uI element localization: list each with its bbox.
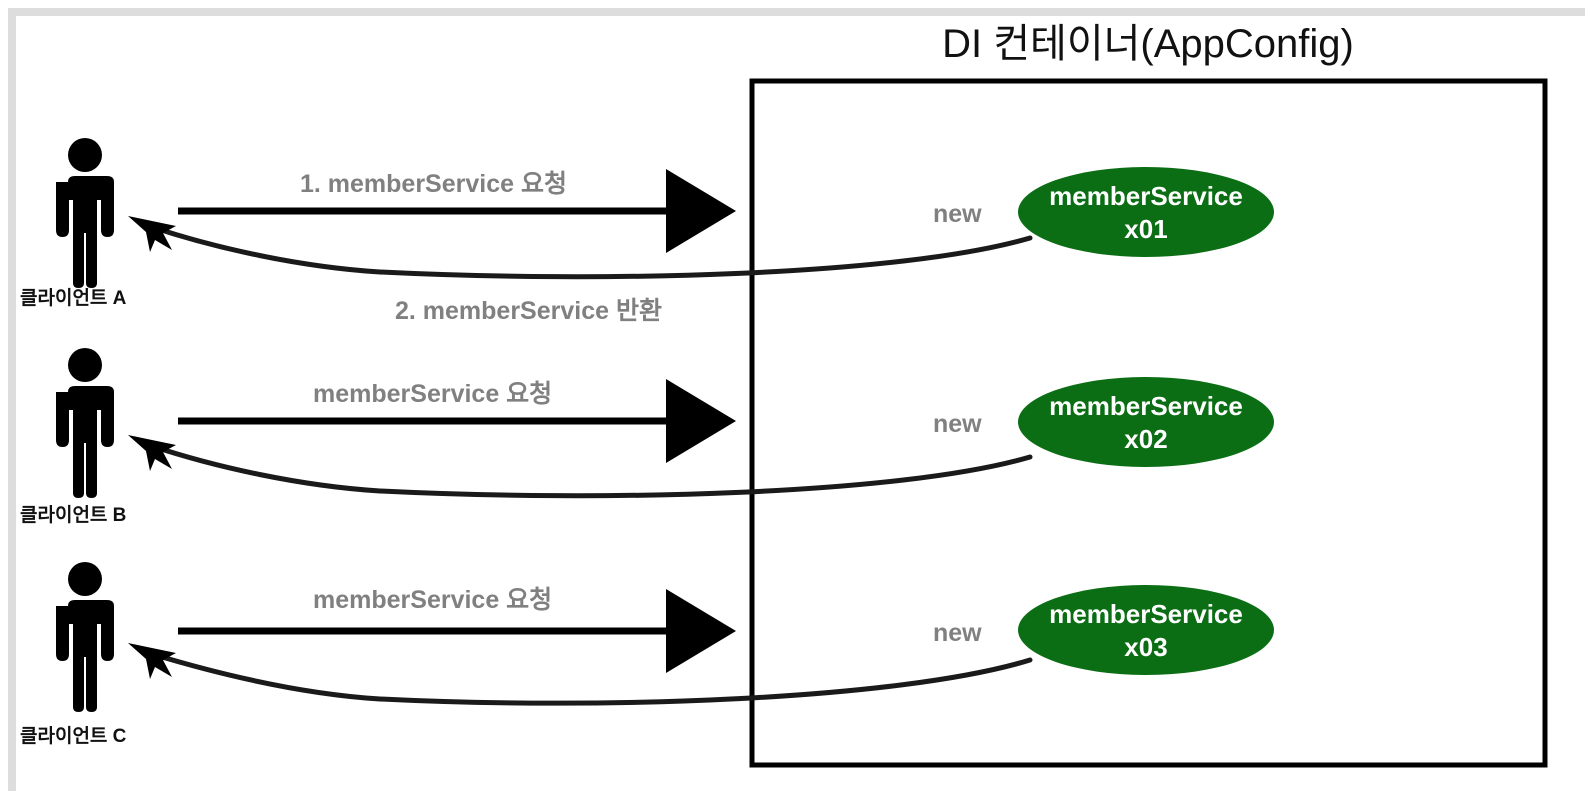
client-a-group: 클라이언트 A [20,138,127,309]
client-c-group: 클라이언트 C [20,562,127,747]
container-title: DI 컨테이너(AppConfig) [942,22,1354,66]
bean-ellipse-x02 [1018,377,1274,467]
return-curve-c [128,643,1033,706]
return-arrowhead-b [128,435,176,471]
new-label-a: new [933,200,982,228]
request-label-c: memberService 요청 [313,586,552,614]
person-icon [56,562,114,712]
person-icon [56,138,114,288]
request-label-b: memberService 요청 [313,380,552,408]
return-curve-a: 2. memberService 반환 [128,216,1033,325]
request-arrow-a: 1. memberService 요청 [178,169,736,253]
return-curve-line-a [149,224,1033,280]
bean-instance-x02: x02 [1124,424,1167,454]
request-label-a: 1. memberService 요청 [300,170,567,198]
return-arrowhead-c [128,643,176,679]
return-label-a: 2. memberService 반환 [395,297,662,325]
client-a-label: 클라이언트 A [20,287,127,309]
new-label-c: new [933,619,982,647]
bean-ellipse-x03 [1018,585,1274,675]
di-container-box [749,78,1548,768]
return-curve-line-b [149,443,1033,499]
bean-memberservice-x02: memberService x02 [1018,377,1274,467]
return-arrowhead-a [128,216,176,252]
client-b-label: 클라이언트 B [20,504,126,526]
client-b-group: 클라이언트 B [20,348,126,526]
bean-instance-x03: x03 [1124,632,1167,662]
bean-instance-x01: x01 [1124,214,1167,244]
request-arrow-c: memberService 요청 [178,586,736,673]
return-curve-line-c [149,651,1033,706]
bean-memberservice-x01: memberService x01 [1018,167,1274,257]
bean-name-x01: memberService [1049,181,1243,211]
client-c-label: 클라이언트 C [20,725,127,747]
bean-name-x02: memberService [1049,391,1243,421]
bean-name-x03: memberService [1049,599,1243,629]
request-arrow-b: memberService 요청 [178,379,736,463]
bean-memberservice-x03: memberService x03 [1018,585,1274,675]
new-label-b: new [933,410,982,438]
bean-ellipse-x01 [1018,167,1274,257]
return-curve-b [128,435,1033,499]
person-icon [56,348,114,498]
